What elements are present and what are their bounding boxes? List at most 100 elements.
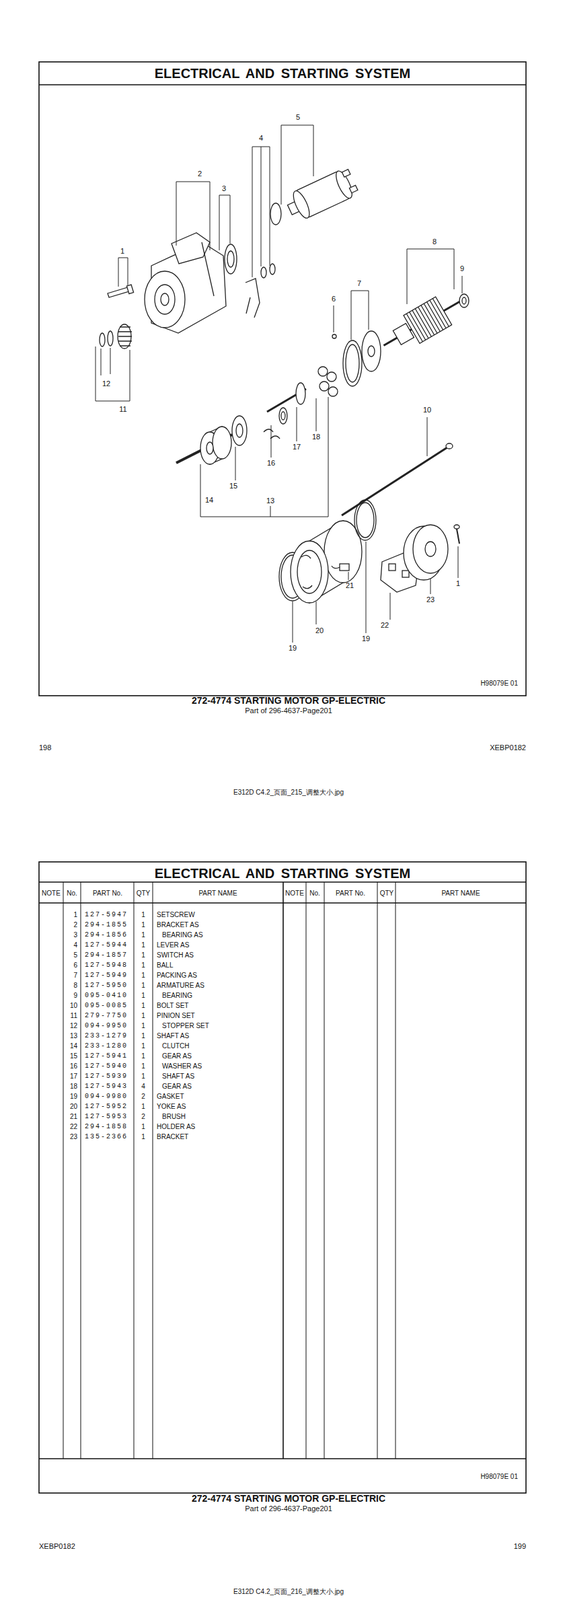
quantity: 1 [141,1132,146,1141]
page-number: 198 [39,743,52,752]
figure-caption: 272-4774 STARTING MOTOR GP-ELECTRIC [191,1492,386,1504]
quantity: 1 [141,971,146,980]
part-name: SHAFT AS [162,1072,195,1081]
item-number: 15 [69,1051,78,1061]
leader-lines [95,125,463,643]
table-header: QTY [380,889,395,898]
table-header: QTY [136,889,151,898]
part-name: BRUSH [162,1112,186,1121]
callout-number: 8 [432,237,437,247]
part-number: 127-5940 [84,1062,128,1071]
part-number: 233-1280 [84,1041,128,1050]
part-number: 127-5939 [84,1072,128,1081]
quantity: 1 [141,1041,146,1050]
callout-number: 19 [288,643,297,653]
part-number: 127-5949 [84,971,128,980]
quantity: 1 [141,1072,146,1081]
item-number: 17 [69,1072,78,1081]
quantity: 1 [141,1062,146,1071]
part-name: LEVER AS [156,940,190,950]
callout-number: 2 [197,169,202,179]
part-number: 135-2366 [84,1132,128,1141]
item-number: 2 [73,920,78,929]
quantity: 1 [141,961,146,970]
callout-number: 22 [380,620,389,630]
part-name: SHAFT AS [156,1031,190,1040]
part-number: 127-5944 [84,940,128,950]
item-number: 5 [73,951,78,960]
part-name: WASHER AS [162,1062,202,1071]
callout-number: 12 [102,379,111,389]
quantity: 1 [141,1031,146,1040]
item-number: 20 [69,1102,78,1111]
callout-number: 16 [267,458,276,468]
part-number: 294-1856 [84,930,128,939]
callout-number: 1 [456,579,461,588]
quantity: 1 [141,1011,146,1020]
part-name: SWITCH AS [156,951,194,960]
part-number: 294-1857 [84,951,128,960]
part-number: 233-1279 [84,1031,128,1040]
callout-number: 14 [205,495,214,505]
part-name: CLUTCH [162,1041,190,1050]
quantity: 4 [141,1082,146,1091]
callout-number: 13 [266,496,275,506]
item-number: 19 [69,1092,78,1101]
part-number: 127-5941 [84,1051,128,1061]
part-name: BRACKET AS [156,920,200,929]
caption-subtitle: Part of 296-4637-Page201 [244,706,333,715]
item-number: 10 [69,1001,78,1010]
quantity: 1 [141,1122,146,1131]
drawing-code: H98079E 01 [480,1472,518,1481]
callout-number: 6 [331,294,336,304]
part-name: BEARING [162,991,193,1000]
document-code: XEBP0182 [489,743,526,752]
callout-number: 21 [345,581,354,590]
part-name: GASKET [156,1092,185,1101]
page-title: ELECTRICAL AND STARTING SYSTEM [154,865,411,882]
callout-number: 11 [119,404,127,414]
part-number: 127-5943 [84,1082,128,1091]
document-code: XEBP0182 [39,1541,76,1551]
quantity: 1 [141,991,146,1000]
figure-caption: 272-4774 STARTING MOTOR GP-ELECTRIC [191,694,386,706]
table-header: No. [66,889,78,898]
quantity: 1 [141,940,146,950]
item-number: 21 [69,1112,78,1121]
caption-subtitle: Part of 296-4637-Page201 [244,1503,333,1513]
item-number: 16 [69,1062,78,1071]
part-name: PACKING AS [156,971,198,980]
quantity: 1 [141,951,146,960]
item-number: 3 [73,930,78,939]
part-name: GEAR AS [162,1082,192,1091]
part-number: 127-5950 [84,981,128,990]
item-number: 1 [73,910,78,919]
quantity: 1 [141,1102,146,1111]
item-number: 7 [73,971,78,980]
part-name: SETSCREW [156,910,196,919]
callout-number: 23 [426,595,435,605]
page-number: 199 [513,1541,526,1551]
table-header: PART NAME [198,889,237,898]
item-number: 9 [73,991,78,1000]
callout-number: 19 [361,634,370,644]
callout-number: 5 [295,113,300,122]
quantity: 2 [141,1092,146,1101]
item-number: 18 [69,1082,78,1091]
quantity: 1 [141,981,146,990]
quantity: 1 [141,1021,146,1030]
part-name: HOLDER AS [156,1122,196,1131]
callout-number: 7 [357,279,362,288]
callout-number: 1 [120,246,125,256]
item-number: 12 [69,1021,78,1030]
item-number: 14 [69,1041,78,1050]
table-header: NOTE [285,889,305,898]
part-name: BOLT SET [156,1001,189,1010]
part-number: 294-1858 [84,1122,128,1131]
part-name: PINION SET [156,1011,196,1020]
callout-number: 10 [423,405,432,415]
part-name: YOKE AS [156,1102,186,1111]
part-number: 127-5948 [84,961,128,970]
part-number: 127-5953 [84,1112,128,1121]
